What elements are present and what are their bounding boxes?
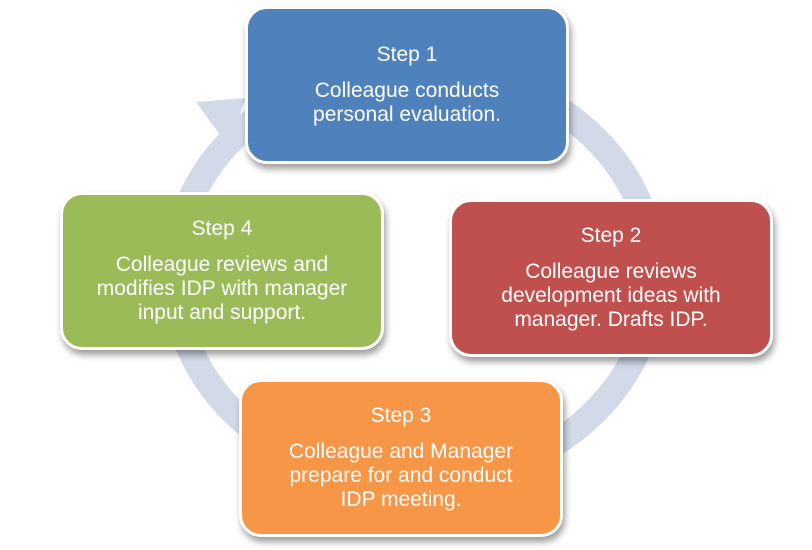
step-2-text: Colleague reviews development ideas with… (501, 260, 721, 331)
step-3-text: Colleague and Manager prepare for and co… (288, 440, 514, 511)
step-1-text: Colleague conducts personal evaluation. (313, 79, 501, 126)
cycle-arrow-icon (196, 98, 246, 146)
step-1-title: Step 1 (376, 43, 438, 66)
step-1-box: Step 1 Colleague conducts personal evalu… (245, 6, 569, 164)
step-4-text: Colleague reviews and modifies IDP with … (96, 253, 348, 324)
step-4-box: Step 4 Colleague reviews and modifies ID… (60, 192, 384, 350)
step-4-title: Step 4 (191, 217, 253, 240)
step-2-box: Step 2 Colleague reviews development ide… (449, 199, 773, 357)
step-2-title: Step 2 (580, 224, 642, 247)
step-3-title: Step 3 (370, 404, 432, 427)
step-3-box: Step 3 Colleague and Manager prepare for… (239, 379, 563, 537)
